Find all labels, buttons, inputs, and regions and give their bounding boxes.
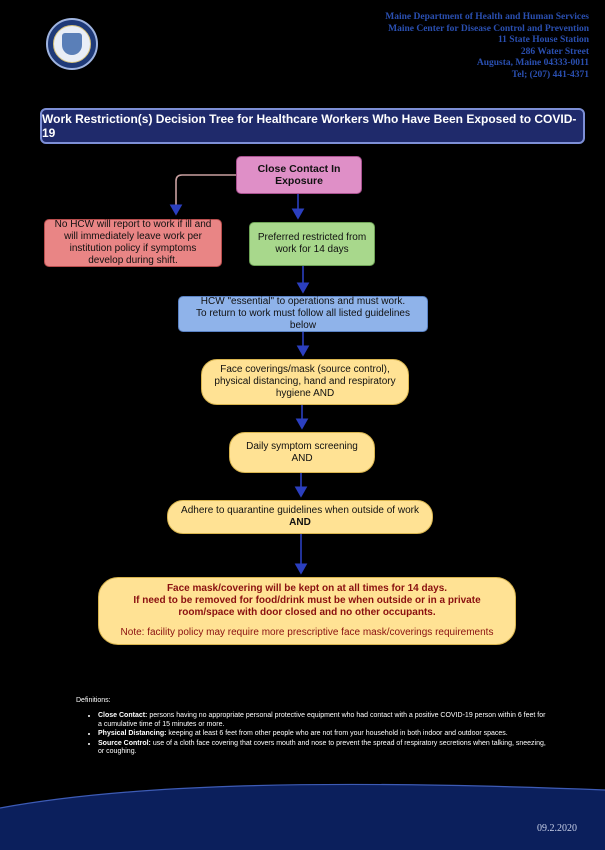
footer-wave [0, 783, 605, 850]
agency-line: Maine Department of Health and Human Ser… [385, 12, 589, 22]
node-daily-screening: Daily symptom screening AND [229, 432, 375, 473]
footer-date: 09.2.2020 [537, 823, 577, 834]
maine-dhhs-seal [46, 18, 98, 70]
node-face-coverings: Face coverings/mask (source control), ph… [201, 359, 409, 405]
definition-term: Physical Distancing: [98, 730, 167, 738]
definition-physical-distancing: Physical Distancing: keeping at least 6 … [98, 730, 546, 738]
definitions-section: Definitions: Close Contact: persons havi… [76, 697, 546, 757]
definitions-header: Definitions: [76, 697, 111, 704]
node-adhere-and: AND [289, 517, 311, 528]
definition-text: persons having no appropriate personal p… [98, 712, 546, 728]
node-preferred-restricted: Preferred restricted from work for 14 da… [249, 222, 375, 266]
node-daily-screening-label: Daily symptom screening AND [246, 440, 358, 464]
arrow-to-no-hcw [169, 174, 236, 216]
page-title: Work Restriction(s) Decision Tree for He… [40, 108, 585, 144]
node-face-coverings-label: Face coverings/mask (source control), ph… [214, 364, 396, 399]
definition-text: use of a cloth face covering that covers… [98, 739, 546, 756]
node-preferred-label: Preferred restricted from work for 14 da… [257, 232, 367, 255]
definition-term: Source Control: [98, 739, 151, 747]
definition-close-contact: Close Contact: persons having no appropr… [98, 712, 546, 729]
node-adhere-quarantine: Adhere to quarantine guidelines when out… [167, 500, 433, 534]
node-essential-line2: To return to work must follow all listed… [196, 308, 410, 331]
agency-line: 11 State House Station [497, 35, 589, 46]
agency-line: Maine Center for Disease Control and Pre… [388, 23, 589, 34]
agency-line: 286 Water Street [520, 46, 589, 57]
agency-line: Tel; (207) 441-4371 [511, 69, 589, 80]
node-hcw-essential: HCW "essential" to operations and must w… [178, 296, 428, 332]
definition-text: keeping at least 6 feet from other peopl… [168, 730, 508, 738]
node-adhere-text: Adhere to quarantine guidelines when out… [181, 505, 419, 516]
definition-source-control: Source Control: use of a cloth face cove… [98, 740, 546, 757]
definition-term: Close Contact: [98, 712, 148, 720]
node-final-line1: Face mask/covering will be kept on at al… [166, 583, 448, 594]
node-final-line2: If need to be removed for food/drink mus… [133, 595, 481, 618]
definitions-list: Close Contact: persons having no appropr… [76, 712, 546, 756]
agency-address-block: Maine Department of Health and Human Ser… [385, 12, 589, 82]
node-close-contact: Close Contact In Exposure [236, 156, 362, 194]
node-no-hcw-ill: No HCW will report to work if ill and wi… [44, 219, 222, 267]
node-adhere-label: Adhere to quarantine guidelines when out… [174, 505, 426, 529]
seal-emblem [62, 33, 82, 55]
agency-line: Augusta, Maine 04333-0011 [476, 58, 589, 69]
node-face-mask-final: Face mask/covering will be kept on at al… [98, 577, 516, 645]
node-close-contact-label: Close Contact In Exposure [257, 163, 341, 187]
node-final-note: Note: facility policy may require more p… [120, 627, 494, 638]
node-essential-line1: HCW "essential" to operations and must w… [200, 296, 406, 307]
node-no-hcw-label: No HCW will report to work if ill and wi… [54, 219, 212, 266]
